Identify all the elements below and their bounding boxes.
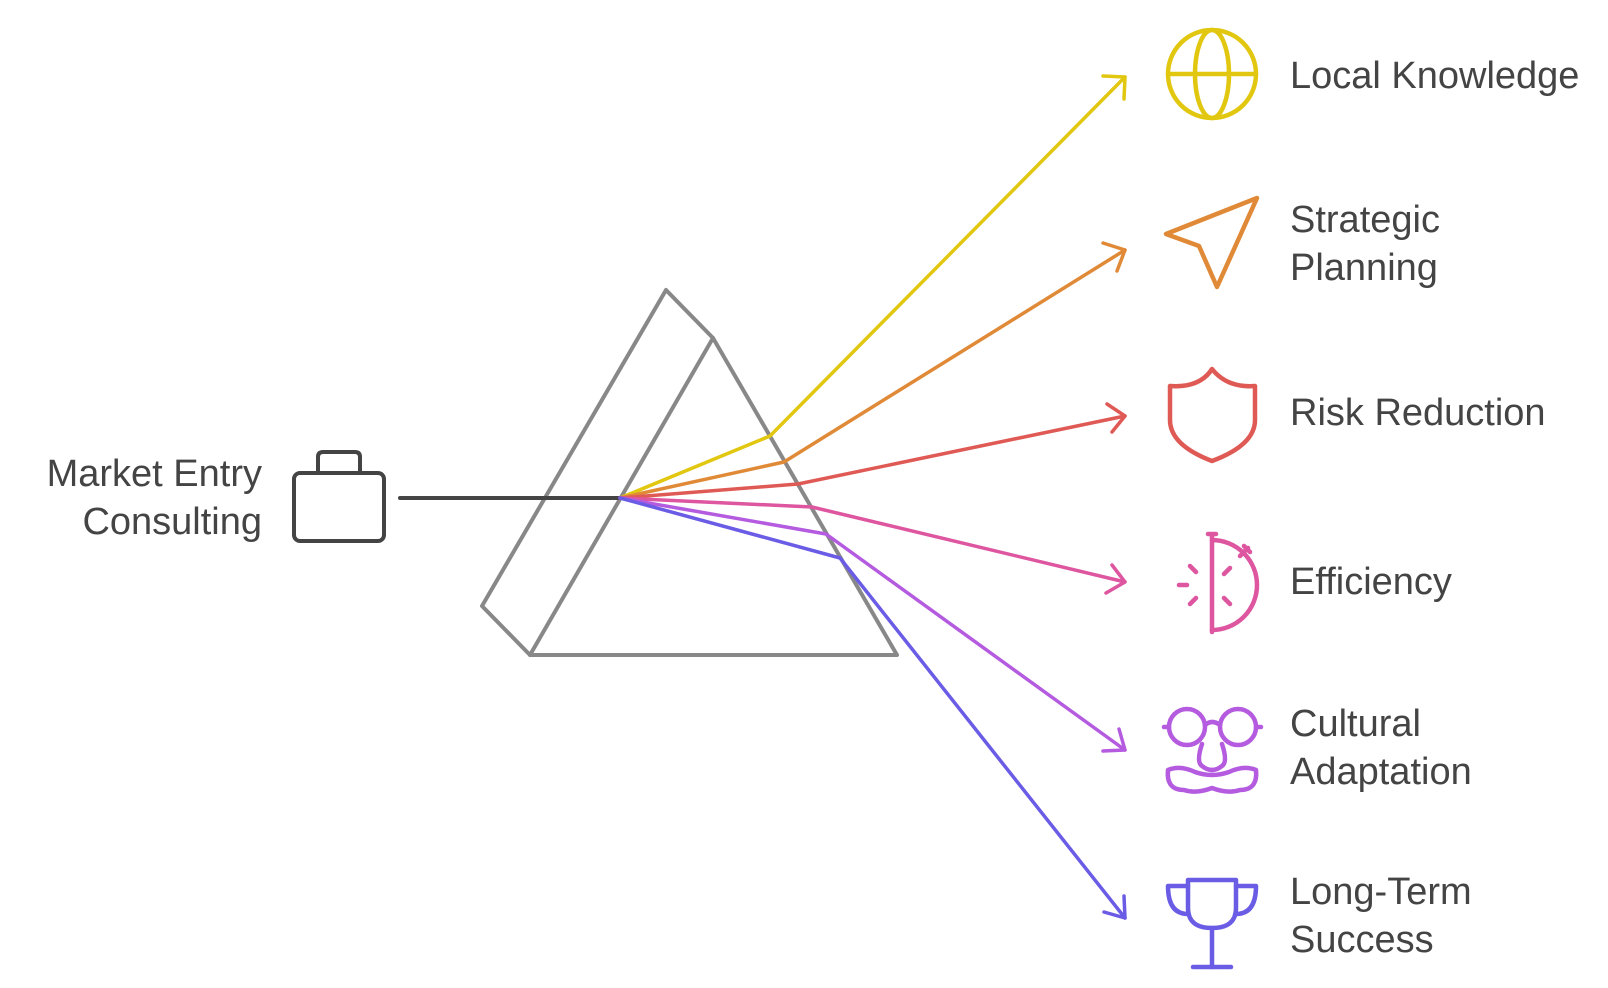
shield-icon	[1167, 366, 1258, 464]
output-label-line: Cultural	[1290, 703, 1421, 745]
ray-efficiency	[618, 496, 1127, 595]
output-label-line: Local Knowledge	[1290, 55, 1580, 97]
prism	[480, 288, 899, 657]
navigation-arrow-icon	[1163, 195, 1260, 290]
output-label-line: Long-Term	[1290, 871, 1472, 913]
output-label-line: Strategic	[1290, 199, 1440, 241]
ray-local-knowledge	[618, 74, 1127, 500]
source-label-line: Market Entry	[46, 453, 262, 495]
output-label-efficiency: Efficiency	[1290, 558, 1452, 606]
output-label-strategic-planning: Strategic Planning	[1290, 196, 1440, 292]
source-label: Market Entry Consulting	[47, 450, 262, 546]
output-label-local-knowledge: Local Knowledge	[1290, 52, 1579, 100]
disguise-glasses-icon	[1161, 706, 1264, 794]
timer-icon	[1176, 531, 1260, 635]
briefcase-icon	[292, 450, 386, 543]
output-label-risk-reduction: Risk Reduction	[1290, 389, 1546, 437]
output-label-line: Adaptation	[1290, 751, 1472, 793]
output-label-line: Success	[1290, 919, 1434, 961]
output-label-line: Risk Reduction	[1290, 392, 1546, 434]
ray-cultural-adaptation	[618, 496, 1127, 753]
ray-risk-reduction	[618, 402, 1127, 500]
output-label-line: Efficiency	[1290, 561, 1452, 603]
globe-icon	[1165, 27, 1259, 121]
trophy-icon	[1165, 877, 1259, 970]
ray-long-term-success	[618, 496, 1127, 920]
output-label-long-term-success: Long-Term Success	[1290, 868, 1472, 964]
source-label-line: Consulting	[82, 501, 262, 543]
output-label-line: Planning	[1290, 247, 1438, 289]
ray-strategic-planning	[618, 241, 1127, 500]
output-label-cultural-adaptation: Cultural Adaptation	[1290, 700, 1472, 796]
